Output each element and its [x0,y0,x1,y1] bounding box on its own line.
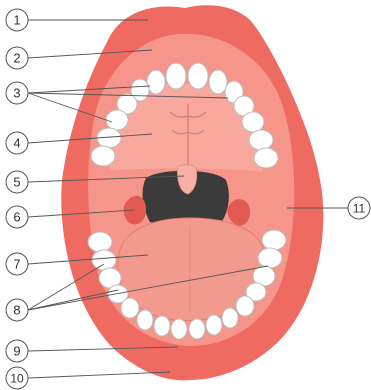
lower-tooth [171,319,187,339]
callout-number-7: 7 [13,257,20,272]
lower-tooth [92,250,116,270]
lower-tooth [262,230,286,250]
callout-number-11: 11 [353,202,366,216]
callout-number-9: 9 [13,344,20,359]
callout-number-2: 2 [13,51,20,66]
upper-tooth [147,70,165,94]
leader-10 [28,372,170,378]
callout-number-1: 1 [13,13,20,28]
upper-tooth [254,148,278,168]
lower-tooth [189,319,205,339]
lower-tooth [154,316,170,336]
upper-tooth [188,63,208,89]
lower-tooth [206,315,222,335]
lower-tooth [236,296,254,316]
lower-tooth [121,298,139,318]
callout-number-5: 5 [13,175,20,190]
lower-tooth [222,308,238,328]
callout-number-4: 4 [13,136,20,151]
upper-tooth [166,63,186,89]
lower-tooth [88,232,112,252]
upper-tooth [106,110,128,130]
upper-tooth [209,70,227,94]
upper-tooth [242,112,264,132]
upper-tooth [249,130,273,150]
callout-number-10: 10 [10,372,24,386]
callout-number-6: 6 [13,210,20,225]
lower-tooth [137,310,153,330]
callout-number-3: 3 [13,86,20,101]
callout-number-8: 8 [13,303,20,318]
upper-tooth [91,146,115,166]
lower-tooth [258,248,282,268]
